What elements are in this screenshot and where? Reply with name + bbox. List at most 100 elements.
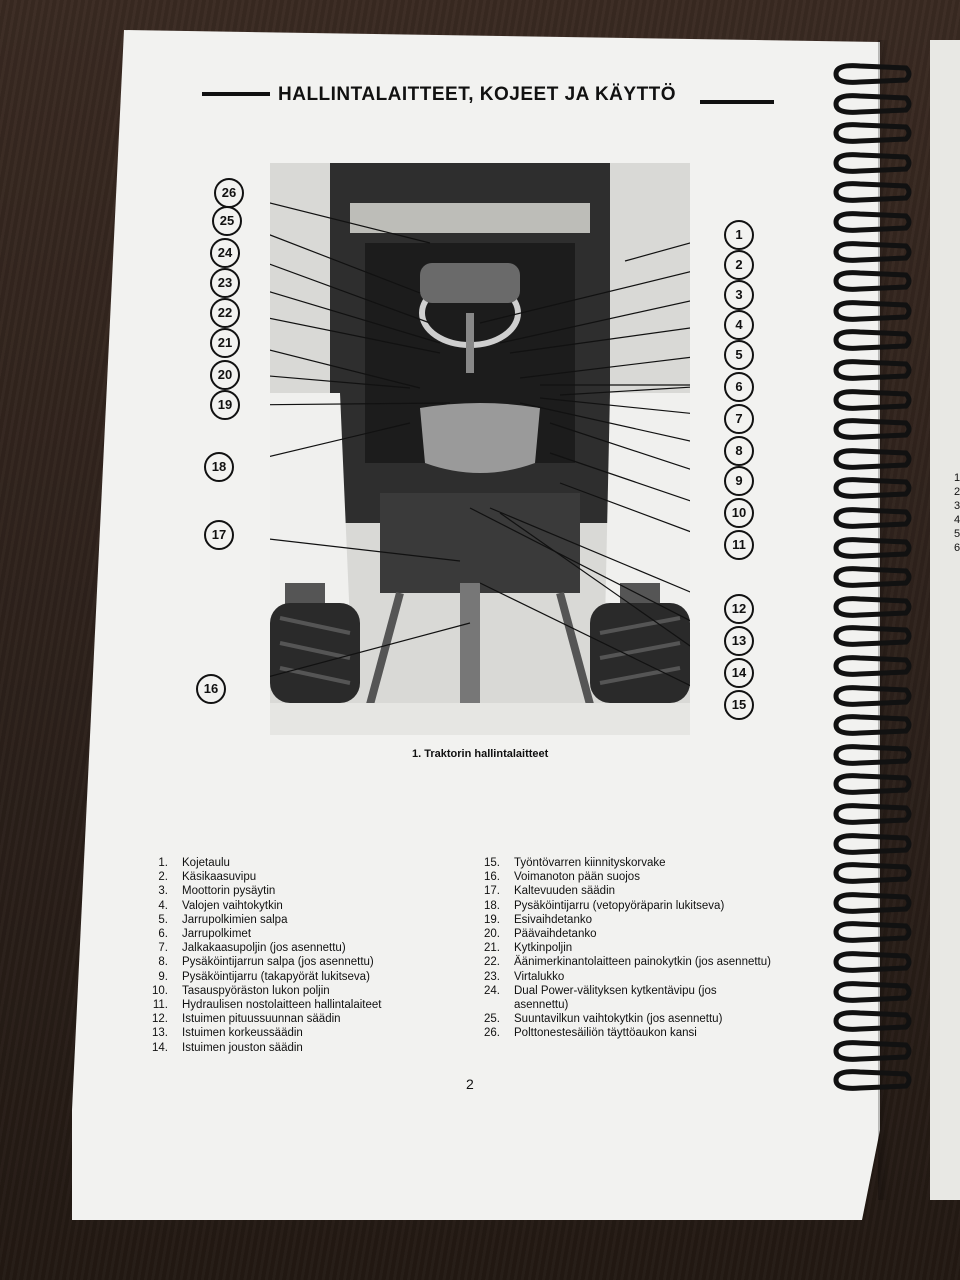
facing-page-number: 4	[954, 514, 960, 526]
binding-coil	[830, 328, 912, 352]
facing-page-number: 1	[954, 472, 960, 484]
list-item: 8.Pysäköintijarrun salpa (jos asennettu)	[158, 956, 374, 969]
binding-coil	[830, 299, 912, 323]
binding-coil	[830, 1009, 912, 1033]
callout-12: 12	[724, 594, 754, 624]
callout-16: 16	[196, 674, 226, 704]
binding-coil	[830, 417, 912, 441]
binding-coil	[830, 388, 912, 412]
list-item: 10.Tasauspyöräston lukon poljin	[152, 984, 330, 997]
list-item: 22.Äänimerkinantolaitteen painokytkin (j…	[484, 956, 771, 969]
callout-22: 22	[210, 298, 240, 328]
list-item: 5.Jarrupolkimien salpa	[158, 913, 288, 926]
callout-9: 9	[724, 466, 754, 496]
binding-coil	[830, 1068, 912, 1092]
callout-8: 8	[724, 436, 754, 466]
binding-coil	[830, 772, 912, 796]
binding-coil	[830, 920, 912, 944]
binding-coil	[830, 802, 912, 826]
list-item: 15.Työntövarren kiinnityskorvake	[484, 857, 666, 869]
binding-coil	[830, 891, 912, 915]
callout-18: 18	[204, 452, 234, 482]
callout-25: 25	[212, 206, 242, 236]
binding-coil	[830, 595, 912, 619]
legend-right: 15.Työntövarren kiinnityskorvake 16.Voim…	[462, 856, 774, 1041]
list-item: 13.Istuimen korkeussäädin	[152, 1027, 303, 1040]
binding-coil	[830, 210, 912, 234]
binding-coil	[830, 861, 912, 885]
callout-14: 14	[724, 658, 754, 688]
callout-5: 5	[724, 340, 754, 370]
header-rule-left	[202, 92, 270, 96]
list-item: 24.Dual Power-välityksen kytkentävipu (j…	[484, 984, 717, 1012]
binding-coil	[830, 565, 912, 589]
callout-3: 3	[724, 280, 754, 310]
list-item: 20.Päävaihdetanko	[484, 928, 597, 941]
list-item: 25.Suuntavilkun vaihtokytkin (jos asenne…	[484, 1013, 723, 1026]
callout-19: 19	[210, 390, 240, 420]
list-item: 9.Pysäköintijarru (takapyörät lukitseva)	[158, 970, 370, 983]
facing-page-number: 3	[954, 500, 960, 512]
callout-24: 24	[210, 238, 240, 268]
callout-10: 10	[724, 498, 754, 528]
binding-coil	[830, 506, 912, 530]
binding-coil	[830, 62, 912, 86]
facing-page: 1 2 3 4 5 6	[930, 40, 960, 1200]
list-item: 18.Pysäköintijarru (vetopyöräparin lukit…	[484, 899, 725, 912]
binding-coil	[830, 536, 912, 560]
binding-coil	[830, 240, 912, 264]
list-item: 21.Kytkinpoljin	[484, 942, 573, 955]
binding-coil	[830, 447, 912, 471]
callout-17: 17	[204, 520, 234, 550]
list-item: 4.Valojen vaihtokytkin	[158, 899, 283, 912]
list-item: 7.Jalkakaasupoljin (jos asennettu)	[158, 942, 346, 955]
binding-coil	[830, 713, 912, 737]
list-item: 6.Jarrupolkimet	[158, 928, 252, 941]
callout-2: 2	[724, 250, 754, 280]
legend-left: 1.Kojetaulu 2.Käsikaasuvipu 3.Moottorin …	[130, 856, 442, 1055]
binding-coil	[830, 684, 912, 708]
binding-coil	[830, 269, 912, 293]
binding-coil	[830, 180, 912, 204]
facing-page-number: 2	[954, 486, 960, 498]
callout-26: 26	[214, 178, 244, 208]
list-item: 17.Kaltevuuden säädin	[484, 885, 616, 898]
binding-coil	[830, 743, 912, 767]
list-item: 26.Polttonestesäiliön täyttöaukon kansi	[484, 1027, 697, 1040]
list-item: 1.Kojetaulu	[158, 857, 230, 869]
callout-11: 11	[724, 530, 754, 560]
list-item: 16.Voimanoton pään suojos	[484, 871, 640, 884]
figure-caption: 1. Traktorin hallintalaitteet	[412, 748, 549, 760]
callout-20: 20	[210, 360, 240, 390]
binding-coil	[830, 151, 912, 175]
binding-coil	[830, 1039, 912, 1063]
list-item: 19.Esivaihdetanko	[484, 913, 592, 926]
binding-coil	[830, 476, 912, 500]
callout-13: 13	[724, 626, 754, 656]
list-item: 11.Hydraulisen nostolaitteen hallintalai…	[152, 999, 382, 1012]
header-rule-right	[700, 100, 774, 104]
binding-coil	[830, 950, 912, 974]
list-item: 23.Virtalukko	[484, 970, 565, 983]
facing-page-number: 6	[954, 542, 960, 554]
binding-coil	[830, 92, 912, 116]
page-number: 2	[466, 1076, 474, 1092]
binding-coil	[830, 121, 912, 145]
callout-23: 23	[210, 268, 240, 298]
callout-1: 1	[724, 220, 754, 250]
binding-coil	[830, 358, 912, 382]
binding-coil	[830, 980, 912, 1004]
callout-4: 4	[724, 310, 754, 340]
list-item: 14.Istuimen jouston säädin	[152, 1041, 303, 1054]
facing-page-number: 5	[954, 528, 960, 540]
list-item: 12.Istuimen pituussuunnan säädin	[152, 1013, 341, 1026]
binding-coil	[830, 654, 912, 678]
binding-coil	[830, 624, 912, 648]
list-item: 3.Moottorin pysäytin	[158, 885, 276, 898]
tractor-photo	[270, 163, 690, 735]
list-item: 2.Käsikaasuvipu	[158, 871, 257, 884]
callout-15: 15	[724, 690, 754, 720]
callout-21: 21	[210, 328, 240, 358]
callout-7: 7	[724, 404, 754, 434]
binding-coil	[830, 832, 912, 856]
